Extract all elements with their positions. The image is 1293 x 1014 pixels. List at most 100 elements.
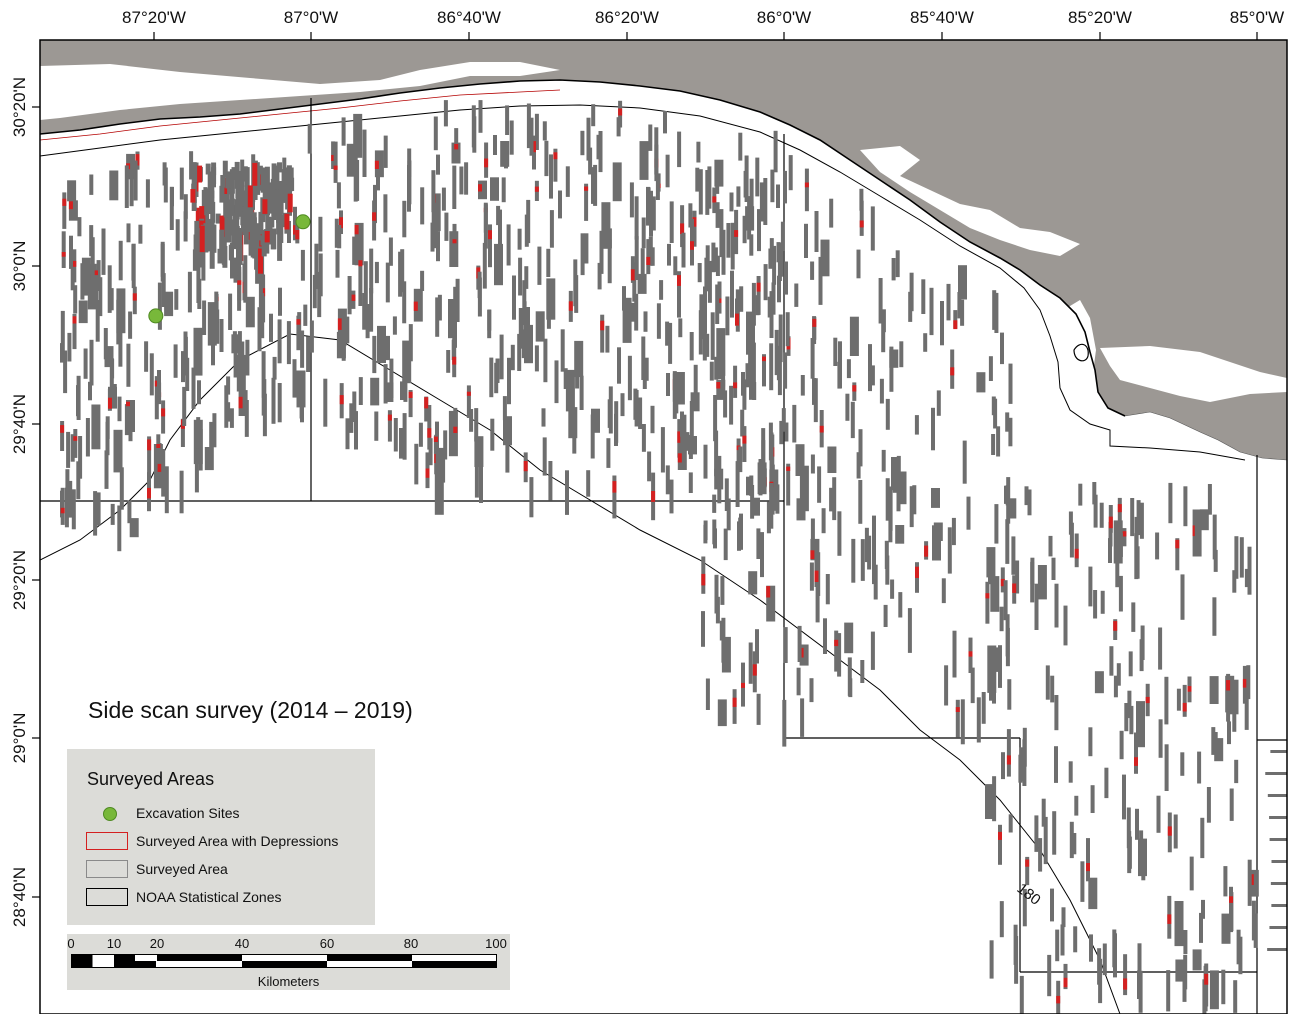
survey-track (715, 161, 720, 194)
scale-units: Kilometers (257, 974, 320, 989)
survey-track (1134, 732, 1138, 774)
survey-track (370, 377, 380, 406)
survey-track (498, 209, 502, 250)
survey-track (1140, 625, 1145, 660)
survey-track (614, 401, 619, 443)
survey-track (502, 396, 507, 421)
survey-track (665, 465, 670, 495)
survey-track (248, 218, 254, 232)
survey-track (72, 313, 77, 350)
survey-track (1045, 665, 1050, 700)
survey-track (1086, 838, 1090, 882)
survey-track (300, 249, 305, 281)
survey-track (386, 335, 390, 361)
survey-track (568, 407, 578, 439)
survey-track (1005, 519, 1010, 564)
survey-track (1129, 705, 1134, 735)
survey-track (766, 501, 771, 534)
survey-track (204, 211, 210, 234)
depression-mark (786, 466, 791, 471)
depression-mark (732, 697, 737, 707)
survey-track (133, 160, 138, 201)
survey-track (1113, 933, 1117, 978)
survey-track (1156, 795, 1161, 833)
survey-track (453, 407, 458, 444)
survey-track (1201, 899, 1205, 919)
survey-track (503, 416, 512, 446)
survey-track (104, 346, 114, 368)
survey-track (810, 338, 815, 379)
survey-track (1019, 975, 1024, 1014)
survey-track (985, 581, 990, 624)
depression-mark (742, 435, 747, 444)
survey-track (1008, 363, 1013, 404)
depression-mark (126, 401, 130, 407)
survey-track (733, 365, 738, 398)
survey-track (229, 169, 235, 194)
survey-track (1155, 532, 1160, 560)
survey-track (138, 224, 143, 244)
depression-mark (1175, 539, 1180, 549)
survey-track (145, 179, 150, 208)
survey-track (85, 418, 90, 457)
survey-track (859, 188, 864, 211)
survey-track (721, 360, 726, 387)
survey-track (931, 407, 935, 451)
survey-track (496, 249, 501, 281)
depression-mark (453, 426, 458, 433)
depression-mark (1204, 973, 1209, 985)
survey-track (607, 239, 612, 284)
survey-track (385, 262, 390, 303)
lon-label: 87°20'W (122, 8, 186, 27)
survey-track (760, 532, 764, 578)
survey-track (203, 223, 209, 253)
depression-mark (1145, 696, 1150, 704)
survey-track (400, 249, 405, 293)
survey-track (341, 117, 346, 146)
survey-track (68, 480, 73, 518)
survey-track (749, 178, 754, 210)
survey-track (885, 398, 890, 430)
survey-track (420, 270, 425, 291)
survey-track (941, 578, 946, 604)
survey-track (126, 400, 135, 432)
survey-track (1168, 482, 1173, 524)
survey-track (870, 206, 875, 251)
survey-track (739, 286, 744, 312)
depression-mark (452, 356, 457, 365)
survey-track (993, 398, 998, 429)
survey-track (799, 465, 809, 512)
survey-track (490, 177, 499, 201)
survey-track (976, 697, 981, 743)
survey-track (271, 377, 276, 424)
survey-track (372, 335, 377, 374)
survey-track (1234, 536, 1239, 579)
survey-track (711, 242, 716, 273)
survey-track (742, 215, 747, 244)
survey-track (678, 318, 683, 338)
survey-track (1200, 817, 1205, 859)
survey-track (237, 228, 243, 252)
survey-track (251, 212, 257, 241)
survey-track (1271, 860, 1287, 863)
survey-track (1119, 730, 1124, 760)
depression-mark (1182, 702, 1187, 712)
survey-track (1018, 754, 1023, 783)
survey-track (474, 436, 484, 467)
survey-track (436, 231, 440, 262)
depression-mark (94, 270, 98, 276)
survey-track (713, 395, 718, 442)
survey-track (655, 179, 660, 200)
survey-track (500, 141, 510, 167)
survey-track (767, 296, 772, 318)
depression-mark (677, 453, 682, 463)
survey-track (612, 475, 617, 519)
survey-track (899, 341, 904, 368)
survey-track (191, 162, 197, 186)
survey-track (812, 317, 817, 340)
scale-tick-label: 80 (403, 936, 419, 951)
survey-track (483, 204, 488, 249)
survey-track (1270, 882, 1287, 885)
survey-track (78, 300, 88, 324)
survey-track (751, 342, 756, 386)
